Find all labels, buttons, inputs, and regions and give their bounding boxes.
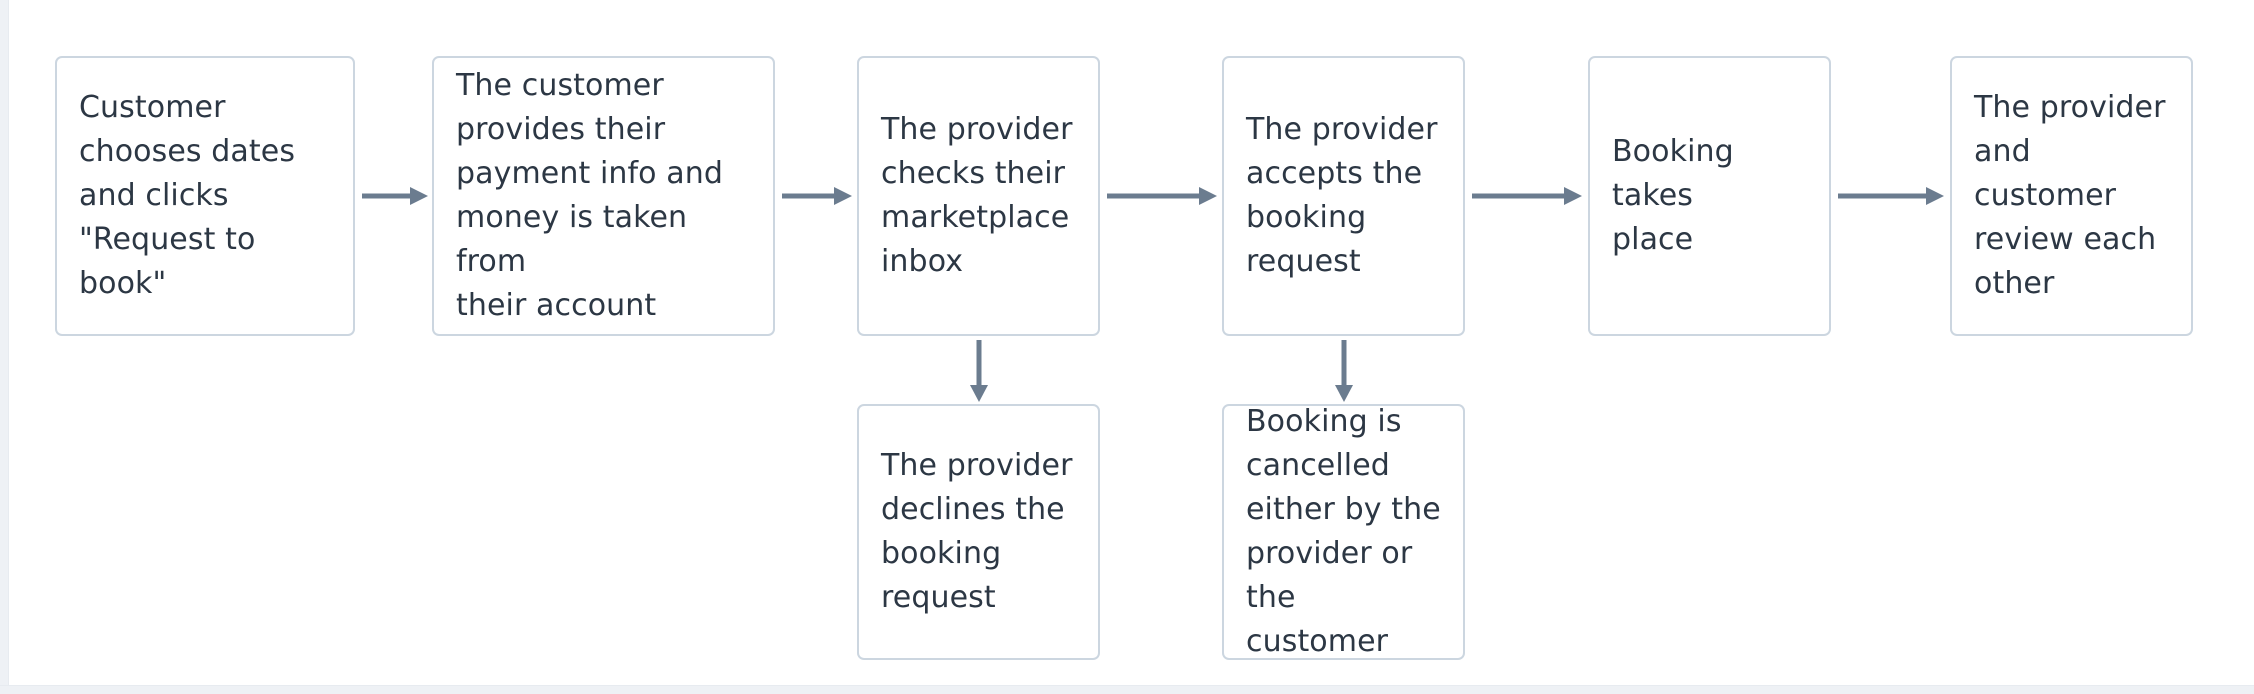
flow-node-provider-declines-request[interactable]: The provider declines the booking reques… [857, 404, 1100, 660]
flow-node-label: The provider accepts the booking request [1246, 111, 1438, 280]
flow-node-label: The provider and customer review each ot… [1974, 89, 2166, 302]
arrow-n2-to-n3-icon [782, 187, 852, 205]
arrow-n5-to-n6-icon [1838, 187, 1944, 205]
flow-node-provider-checks-inbox[interactable]: The provider checks their marketplace in… [857, 56, 1100, 336]
flow-node-provider-accepts-request[interactable]: The provider accepts the booking request [1222, 56, 1465, 336]
flow-node-label: The provider declines the booking reques… [881, 447, 1073, 616]
flow-node-label: The customer provides their payment info… [456, 67, 724, 324]
page-bottom-edge-strip [0, 686, 2254, 694]
page-left-edge-strip [0, 0, 8, 694]
flow-node-label: Booking takes place [1612, 133, 1734, 258]
flow-node-booking-cancelled[interactable]: Booking is cancelled either by the provi… [1222, 404, 1465, 660]
flow-node-label: The provider checks their marketplace in… [881, 111, 1073, 280]
flow-node-booking-takes-place[interactable]: Booking takes place [1588, 56, 1831, 336]
page-left-edge-rule [8, 0, 9, 694]
arrow-n1-to-n2-icon [362, 187, 428, 205]
flow-node-label: Booking is cancelled either by the provi… [1246, 403, 1441, 660]
arrow-n4-to-n5-icon [1472, 187, 1582, 205]
flow-node-label: Customer chooses dates and clicks "Reque… [79, 89, 296, 302]
arrow-n3-to-n7-icon [970, 340, 988, 402]
flow-node-customer-chooses-dates[interactable]: Customer chooses dates and clicks "Reque… [55, 56, 355, 336]
flow-node-customer-provides-payment[interactable]: The customer provides their payment info… [432, 56, 775, 336]
flow-node-provider-customer-review[interactable]: The provider and customer review each ot… [1950, 56, 2193, 336]
page-bottom-edge-rule [0, 685, 2254, 686]
arrow-n4-to-n8-icon [1335, 340, 1353, 402]
arrow-n3-to-n4-icon [1107, 187, 1217, 205]
